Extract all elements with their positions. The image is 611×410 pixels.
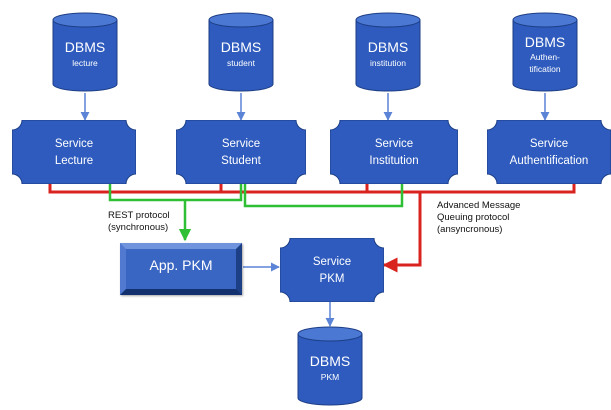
service-label-line-1: Service: [374, 138, 414, 150]
service-label-line-2: Student: [221, 155, 261, 167]
service-label-line-1: Service: [221, 138, 261, 150]
amqp-to-service-pkm-arrow: [382, 192, 422, 273]
db-student: DBMS student: [208, 12, 274, 92]
app-pkm-bevel: [120, 243, 242, 295]
db-subtitle: institution: [370, 58, 406, 68]
service-shape: [487, 120, 611, 184]
rest-link-student: [108, 182, 243, 202]
service-label-line-2: PKM: [319, 273, 345, 285]
service-student: Service Student: [176, 120, 306, 184]
database-icon: [355, 12, 421, 92]
db-subtitle: PKM: [320, 372, 340, 382]
service-label-line-2: Institution: [369, 155, 419, 167]
service-shape: [176, 120, 306, 184]
service-shape: [12, 120, 136, 184]
service-label-line-1: Service: [529, 138, 569, 150]
db-institution: DBMS institution: [355, 12, 421, 92]
db-authentification: DBMS Authen- tification: [512, 12, 578, 92]
service-label-line-1: Service: [312, 256, 352, 268]
db-title: DBMS: [367, 39, 409, 55]
app-pkm-block: App. PKM: [120, 243, 242, 295]
db-pkm: DBMS PKM: [297, 326, 363, 406]
service-label-line-2: Authentification: [509, 155, 589, 167]
database-icon: [512, 12, 578, 92]
db-title: DBMS: [524, 34, 566, 50]
db-title: DBMS: [309, 353, 351, 369]
service-institution: Service Institution: [330, 120, 458, 184]
database-icon: [297, 326, 363, 406]
db-subtitle-line-2: tification: [529, 64, 561, 74]
amqp-note-line-2: Queuing protocol: [437, 212, 510, 223]
database-icon: [52, 12, 118, 92]
amqp-note-line-1: Advanced Message: [437, 200, 521, 211]
service-label-line-2: Lecture: [54, 155, 94, 167]
amqp-note-line-3: (ansyncronous): [437, 224, 503, 235]
amqp-protocol-note: Advanced Message Queuing protocol (ansyn…: [437, 200, 520, 236]
rest-link-institution: [243, 182, 404, 208]
service-pkm: Service PKM: [280, 238, 384, 302]
db-subtitle-line-1: Authen-: [530, 52, 560, 62]
db-lecture: DBMS lecture: [52, 12, 118, 92]
db-title: DBMS: [64, 39, 106, 55]
database-icon: [208, 12, 274, 92]
rest-note-line-1: REST protocol: [108, 210, 170, 221]
app-pkm-label: App. PKM: [149, 257, 213, 273]
service-label-line-1: Service: [54, 138, 94, 150]
db-title: DBMS: [220, 39, 262, 55]
service-shape: [280, 238, 384, 302]
rest-protocol-note: REST protocol (synchronous): [108, 210, 170, 234]
db-subtitle: student: [227, 58, 255, 68]
service-authentification: Service Authentification: [487, 120, 611, 184]
db-subtitle: lecture: [72, 58, 98, 68]
service-lecture: Service Lecture: [12, 120, 136, 184]
service-shape: [330, 120, 458, 184]
rest-note-line-2: (synchronous): [108, 222, 169, 233]
